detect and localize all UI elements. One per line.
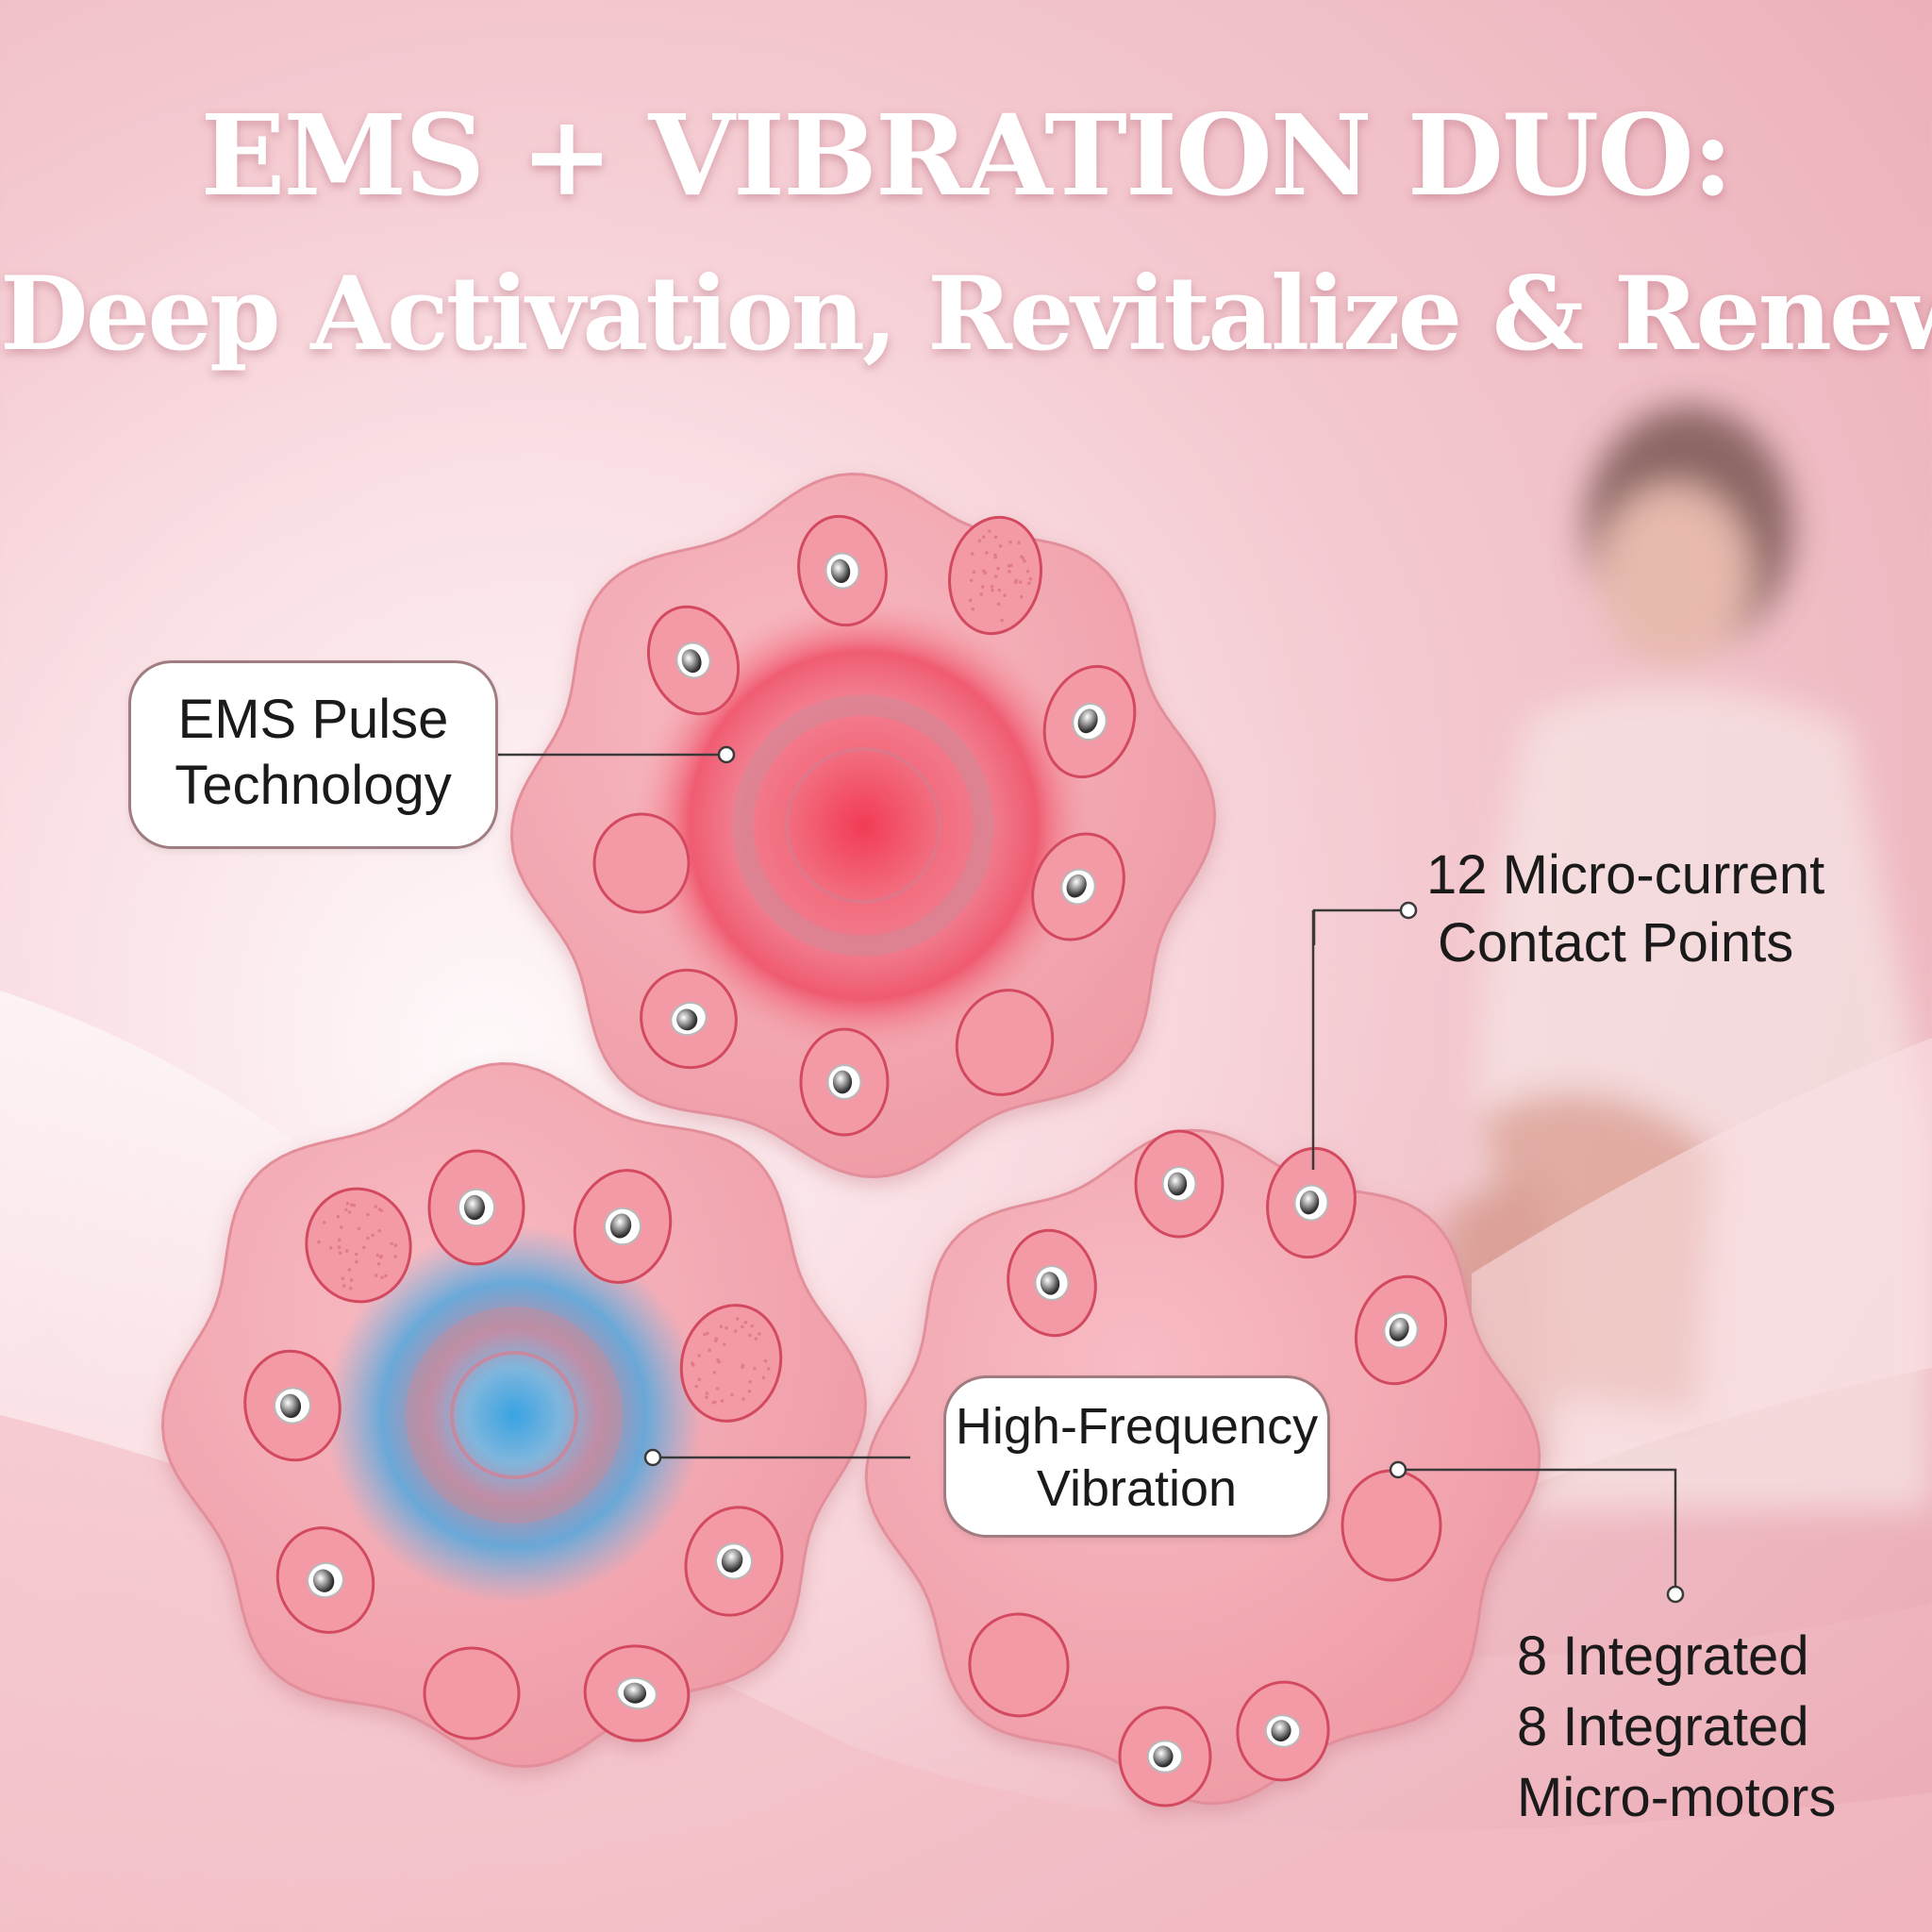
soft-pad (594, 814, 689, 912)
label-motors-line-2: 8 Integrated (1517, 1691, 1836, 1762)
callout-ems-line-1: EMS Pulse (131, 687, 495, 753)
label-motors-line-1: 8 Integrated (1517, 1621, 1836, 1691)
callout-vibration-line-1: High-Frequency (946, 1395, 1327, 1457)
contact-pad (429, 1151, 524, 1264)
soft-pad (1342, 1471, 1441, 1580)
label-motors-line-3: Micro-motors (1517, 1762, 1836, 1833)
soft-pad (425, 1648, 519, 1739)
contact-pad (1136, 1131, 1223, 1237)
contact-pad (1120, 1707, 1210, 1806)
contact-pad (801, 1029, 888, 1135)
label-micro-motors: 8 Integrated 8 Integrated Micro-motors (1517, 1621, 1836, 1833)
callout-ems-line-2: Technology (131, 753, 495, 819)
callout-ems-pulse: EMS Pulse Technology (128, 660, 498, 849)
device-vibration (163, 1064, 866, 1767)
headline-line-2: Deep Activation, Revitalize & Renew (0, 255, 1932, 374)
label-micro-line-2: Contact Points (1426, 909, 1824, 977)
label-micro-current: 12 Micro-current Contact Points (1426, 841, 1824, 977)
headline-line-1: EMS + VIBRATION DUO: (0, 90, 1932, 221)
callout-vibration: High-Frequency Vibration (943, 1375, 1330, 1538)
device-ems (512, 475, 1215, 1177)
callout-vibration-line-2: Vibration (946, 1457, 1327, 1520)
label-micro-line-1: 12 Micro-current (1426, 841, 1824, 909)
